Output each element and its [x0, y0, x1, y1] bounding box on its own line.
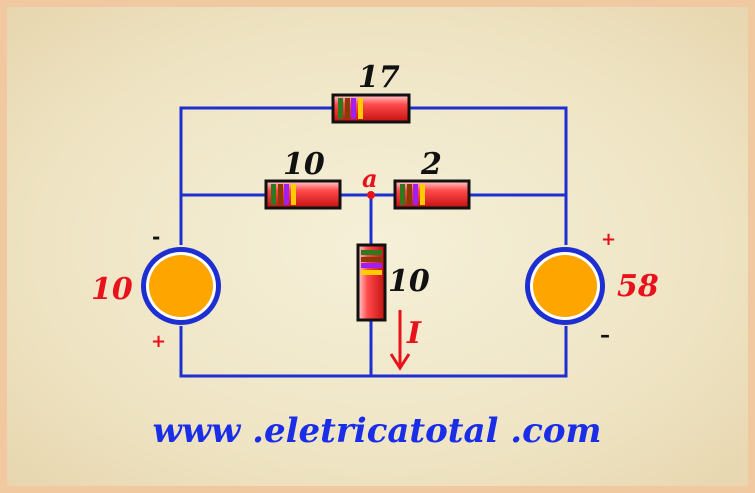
wires [179, 106, 568, 378]
node-a-dot [367, 191, 375, 199]
resistor-mid-left [264, 179, 342, 210]
resistor-center-label: 10 [388, 264, 430, 299]
wire-bottom [179, 326, 568, 378]
source-right-minus-sign: – [600, 323, 610, 347]
voltage-source-left [141, 247, 221, 325]
source-left-value: 10 [91, 272, 133, 307]
resistor-mid-right-label: 2 [420, 147, 442, 182]
resistor-top-label: 17 [358, 60, 400, 95]
resistor-mid-left-label: 10 [283, 147, 325, 182]
source-right-value: 58 [617, 269, 659, 304]
current-arrow [389, 310, 411, 371]
current-label: I [406, 316, 422, 351]
resistor-center [356, 243, 387, 322]
source-left-plus-sign: + [151, 331, 166, 352]
voltage-source-right [525, 247, 605, 325]
resistor-top [331, 93, 411, 124]
source-left-minus-sign: - [152, 225, 160, 249]
source-right-plus-sign: + [601, 229, 616, 250]
website-link[interactable]: www .eletricatotal .com [153, 411, 602, 451]
resistor-mid-right [393, 179, 471, 210]
node-a-label: a [362, 164, 378, 193]
